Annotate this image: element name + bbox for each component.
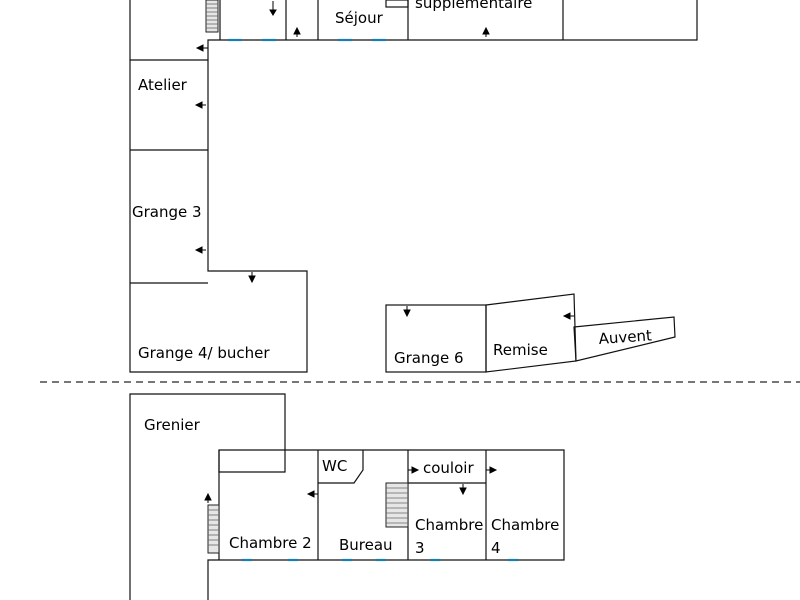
door-arrow-icon — [459, 484, 467, 496]
room-label-grange4: Grange 4/ bucher — [138, 344, 270, 362]
room-label-chambre4: Chambre — [491, 516, 559, 534]
top-building-walls — [129, 0, 698, 61]
room-label-atelier: Atelier — [138, 76, 188, 94]
room-label-chambre4-number: 4 — [491, 539, 501, 557]
room-label-bureau: Bureau — [339, 536, 393, 554]
door-arrow-icon — [408, 466, 420, 474]
stairs-chambre2 — [207, 504, 220, 554]
stairs-bureau — [385, 482, 409, 528]
room-label-grange3: Grange 3 — [132, 203, 202, 221]
room-label-wc: WC — [322, 457, 347, 475]
room-label-sejour: Séjour — [335, 9, 384, 27]
room-label-supplementaire: supplémentaire — [415, 0, 532, 12]
wc-walls — [318, 450, 364, 484]
room-label-chambre3-number: 3 — [415, 539, 425, 557]
ground-floor-door-arrows — [194, 1, 574, 320]
stairs-top — [205, 0, 219, 33]
door-arrow-icon — [204, 492, 212, 503]
door-arrow-icon — [194, 246, 206, 254]
upper-floor-plan — [129, 393, 565, 600]
room-label-auvent: Auvent — [598, 326, 653, 348]
door-arrow-icon — [269, 1, 277, 16]
room-label-chambre2: Chambre 2 — [229, 534, 312, 552]
room-label-grenier: Grenier — [144, 416, 201, 434]
door-arrow-icon — [248, 272, 256, 284]
door-arrow-icon — [306, 490, 318, 498]
room-label-remise: Remise — [493, 341, 548, 359]
auvent-walls — [573, 316, 676, 362]
upper-floor-walls — [207, 449, 565, 600]
door-arrow-icon — [562, 312, 574, 320]
door-arrow-icon — [486, 466, 498, 474]
upper-floor-door-arrows — [204, 466, 498, 503]
ground-floor-plan — [129, 0, 698, 373]
room-label-grange6: Grange 6 — [394, 349, 464, 367]
wall-niche — [385, 0, 409, 8]
left-wing-walls — [129, 60, 308, 373]
remise-walls — [485, 293, 577, 373]
room-label-chambre3: Chambre — [415, 516, 483, 534]
door-arrow-icon — [403, 306, 411, 318]
door-arrow-icon — [194, 101, 206, 109]
door-arrow-icon — [195, 44, 208, 52]
door-arrow-icon — [293, 26, 301, 37]
door-arrow-icon — [482, 26, 490, 37]
room-label-couloir: couloir — [423, 459, 474, 477]
